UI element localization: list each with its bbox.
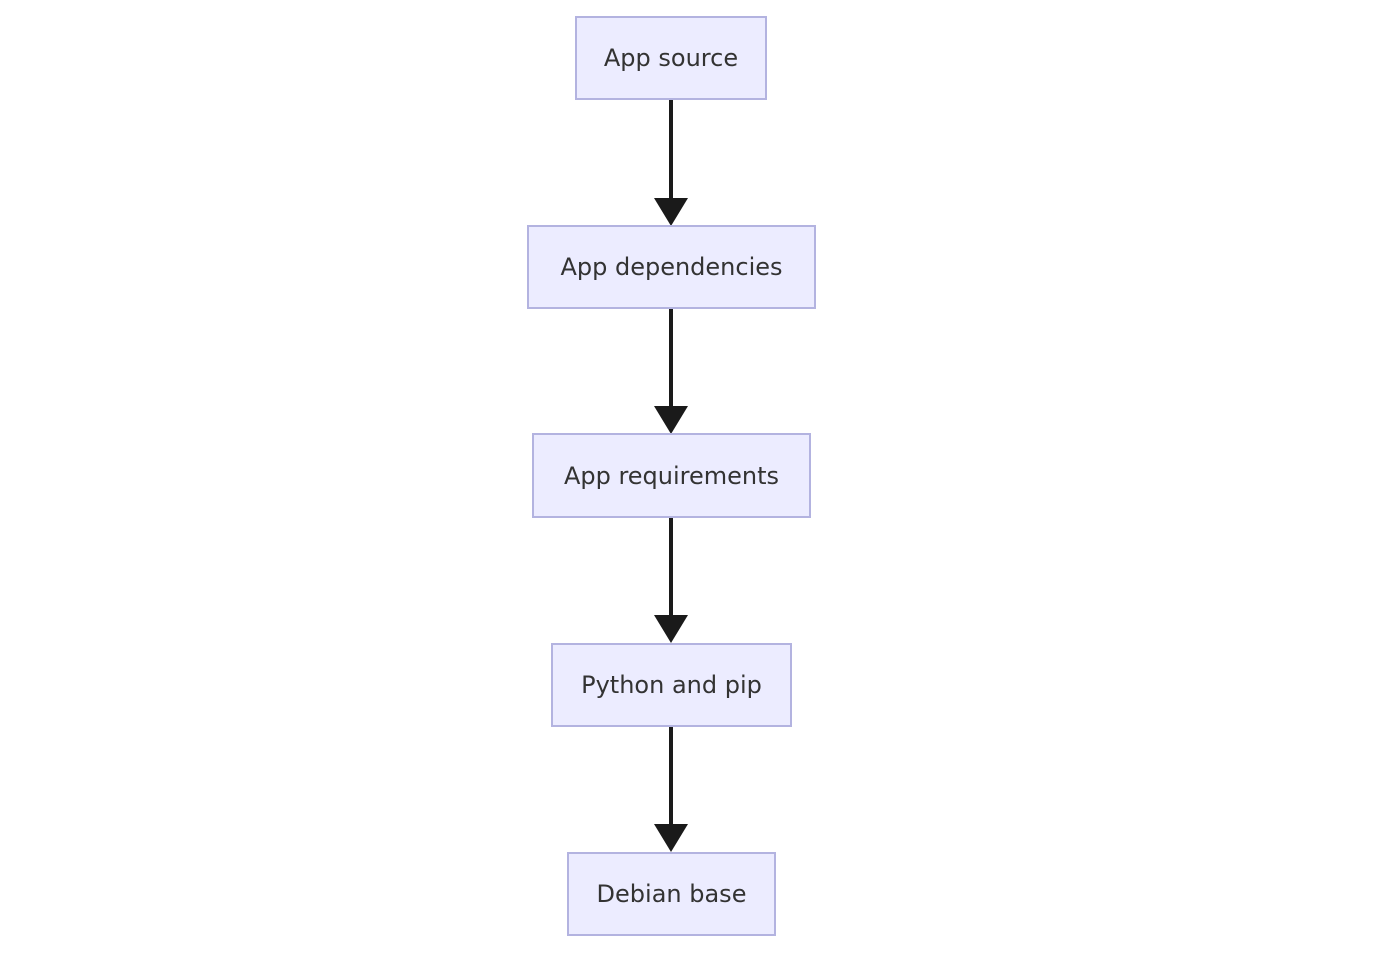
edge-arrow-python-to-debian xyxy=(654,727,688,852)
node-app-requirements: App requirements xyxy=(532,433,811,518)
node-python-and-pip: Python and pip xyxy=(551,643,792,727)
node-app-source: App source xyxy=(575,16,767,100)
node-debian-base: Debian base xyxy=(567,852,776,936)
edge-arrow-dependencies-to-requirements xyxy=(654,309,688,434)
edge-arrow-source-to-dependencies xyxy=(654,100,688,226)
node-app-dependencies: App dependencies xyxy=(527,225,816,309)
node-app-requirements-label: App requirements xyxy=(563,461,780,490)
node-debian-base-label: Debian base xyxy=(596,880,747,908)
node-app-dependencies-label: App dependencies xyxy=(560,253,783,281)
node-app-source-label: App source xyxy=(603,44,739,72)
edge-arrow-requirements-to-python xyxy=(654,518,688,643)
node-python-and-pip-label: Python and pip xyxy=(581,671,762,699)
